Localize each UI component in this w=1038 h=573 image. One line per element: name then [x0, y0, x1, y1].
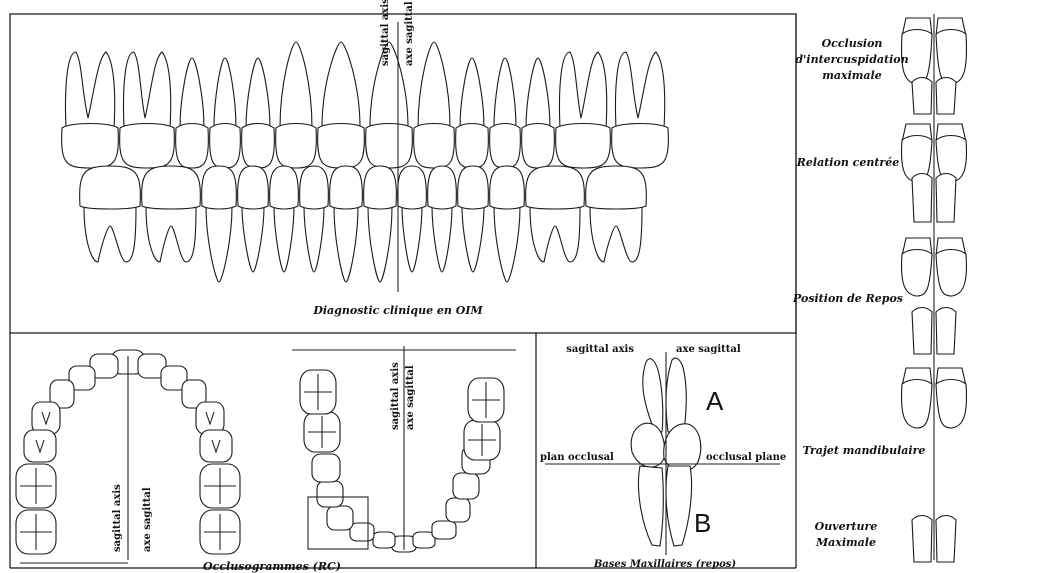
occlusogram-lower-arch — [300, 370, 504, 552]
occ-left-axis-label-1: sagittal axis — [112, 484, 123, 552]
occ-left-axis-label-2: axe sagittal — [142, 487, 153, 552]
bases-label-b: B — [694, 508, 711, 538]
side-label-oim-2: d'intercuspidation — [795, 53, 908, 66]
side-label-ouverture-1: Ouverture — [815, 520, 878, 533]
bases-plane-label-right: occlusal plane — [706, 452, 786, 463]
oim-dental-arch — [62, 42, 669, 282]
occlusogram-caption: Occlusogrammes (RC) — [203, 560, 341, 573]
oim-axis-label-1: sagittal axis — [380, 0, 391, 66]
bases-sagittal-label-left: sagittal axis — [566, 344, 634, 355]
side-label-position-repos: Position de Repos — [792, 292, 903, 305]
side-label-relation-centree: Relation centrée — [796, 156, 899, 169]
bases-label-a: A — [706, 386, 724, 416]
side-label-ouverture-2: Maximale — [815, 536, 876, 549]
oim-axis-label-2: axe sagittal — [404, 1, 415, 66]
occ-right-axis-label-2: axe sagittal — [405, 365, 416, 430]
bases-sagittal-label-right: axe sagittal — [676, 344, 741, 355]
side-label-trajet: Trajet mandibulaire — [803, 444, 926, 457]
bases-caption: Bases Maxillaires (repos) — [593, 559, 737, 570]
side-label-oim-3: maximale — [822, 69, 881, 82]
side-label-oim-1: Occlusion — [822, 37, 883, 50]
bases-plane-label-left: plan occlusal — [540, 452, 614, 463]
occ-right-axis-label-1: sagittal axis — [390, 362, 401, 430]
oim-caption: Diagnostic clinique en OIM — [312, 304, 483, 317]
